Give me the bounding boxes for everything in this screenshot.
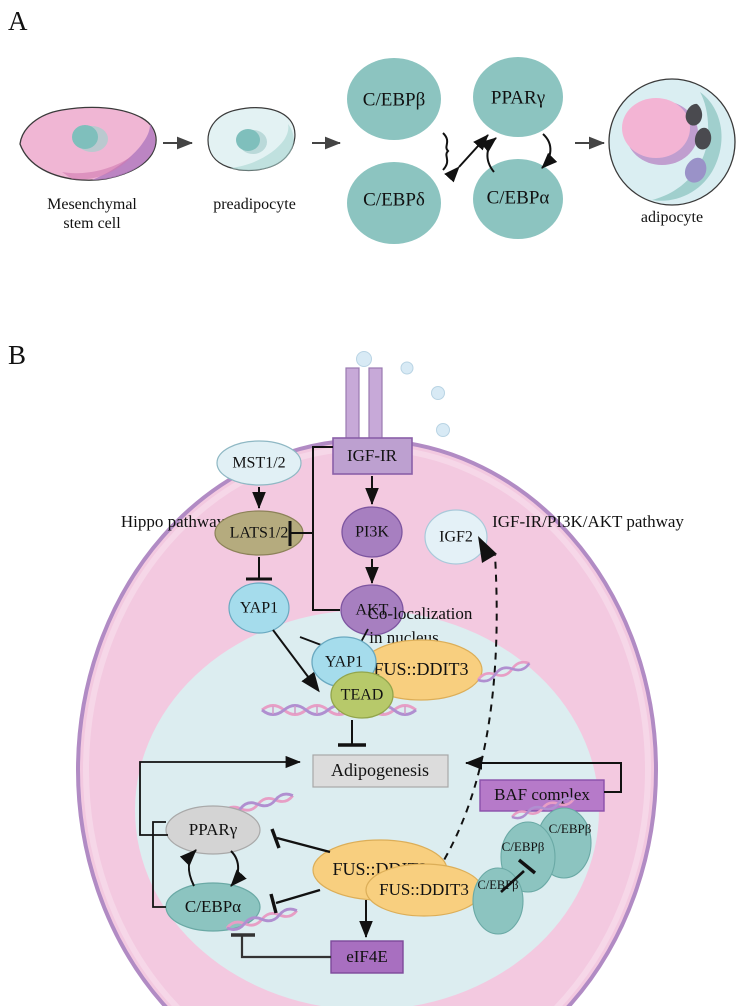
factor-pparg: PPARγ xyxy=(473,57,563,137)
factor-cebpa: C/EBPα xyxy=(473,159,563,239)
factor-label-cebpd: C/EBPδ xyxy=(363,189,425,210)
node-lats1-2: LATS1/2 xyxy=(214,510,304,556)
node-label-igf2-cytoplasm: IGF2 xyxy=(439,529,473,546)
node-label-igf-ir: IGF-IR xyxy=(347,446,398,465)
akt-inhibits-lats-connector xyxy=(288,446,340,611)
node-eif4e: eIF4E xyxy=(330,940,404,974)
panel-b-label: B xyxy=(8,340,27,370)
panel-a-figure: C/EBPβ PPARγ C/EBPδ C/EBPα xyxy=(0,0,743,260)
node-label-yap1-cytoplasm: YAP1 xyxy=(240,600,278,617)
node-label-cebpa-b: C/EBPα xyxy=(185,897,241,916)
node-adipogenesis: Adipogenesis xyxy=(312,754,449,788)
fus-inhibits-pparg xyxy=(270,828,331,854)
node-label-fus-ddit3-right: FUS::DDIT3 xyxy=(379,880,469,899)
node-cebpa-b: C/EBPα xyxy=(165,882,261,932)
dna-strand-fus-ddit3 xyxy=(476,660,531,683)
node-label-pi3k: PI3K xyxy=(355,524,389,541)
node-label-adipogenesis: Adipogenesis xyxy=(331,760,429,780)
colocalization-label-line1: Co-localization xyxy=(368,604,473,623)
factor-cebpd: C/EBPδ xyxy=(347,162,441,244)
node-cebpb-baf-1: C/EBPβ xyxy=(500,821,556,893)
panel-b-figure: Hippo pathway MST1/2 LATS1/2 YAP1 IGF-IR… xyxy=(0,330,743,1006)
node-tead: TEAD xyxy=(330,671,394,719)
caption-msc-line2: stem cell xyxy=(63,215,121,232)
dna-strand-baf xyxy=(511,797,575,820)
node-label-cebpb-baf-2: C/EBPβ xyxy=(549,821,592,836)
node-label-fus-ddit3-nuclear: FUS::DDIT3 xyxy=(373,659,468,679)
node-label-cebpb-baf-1: C/EBPβ xyxy=(502,839,545,854)
node-akt: AKT xyxy=(340,584,404,636)
panel-a-label: A xyxy=(8,6,28,36)
node-igf-ir: IGF-IR xyxy=(332,437,413,475)
node-label-yap1-nuclear: YAP1 xyxy=(325,654,363,671)
node-label-mst1-2: MST1/2 xyxy=(232,455,285,472)
node-pparg-b: PPARγ xyxy=(165,805,261,855)
node-label-pparg-b: PPARγ xyxy=(189,820,238,839)
caption-preadipocyte: preadipocyte xyxy=(213,196,296,213)
hippo-pathway-label: Hippo pathway xyxy=(121,512,226,531)
node-label-baf-complex: BAF complex xyxy=(494,785,590,804)
node-pi3k: PI3K xyxy=(341,506,403,558)
node-fus-ddit3-right: FUS::DDIT3 xyxy=(365,863,483,917)
node-mst1-2: MST1/2 xyxy=(216,440,302,486)
dna-strand-cebpa xyxy=(225,907,298,931)
fus-inhibits-cebpa xyxy=(269,888,321,914)
adipocyte-icon xyxy=(608,78,736,206)
caption-msc-line1: Mesenchymal xyxy=(47,196,137,213)
factor-label-pparg: PPARγ xyxy=(491,87,545,108)
node-baf-complex: BAF complex xyxy=(479,779,605,812)
eif4e-inhibits-cebpa-dna xyxy=(231,933,331,959)
node-label-akt: AKT xyxy=(356,602,389,619)
node-yap1-cytoplasm: YAP1 xyxy=(228,582,290,634)
node-igf2-cytoplasm: IGF2 xyxy=(424,509,488,565)
node-label-tead: TEAD xyxy=(341,687,384,704)
factor-cebpb: C/EBPβ xyxy=(347,58,441,140)
factor-label-cebpb: C/EBPβ xyxy=(363,89,425,110)
node-label-cebpb-free: C/EBPβ xyxy=(477,878,518,892)
caption-adipocyte: adipocyte xyxy=(640,209,704,226)
node-label-eif4e: eIF4E xyxy=(346,947,388,966)
mesenchymal-stem-cell-icon xyxy=(19,106,157,181)
preadipocyte-icon xyxy=(207,107,296,172)
caption-msc: Mesenchymal stem cell xyxy=(12,195,172,233)
pparg-cebpa-promotes-adipogenesis xyxy=(139,755,301,908)
node-label-lats1-2: LATS1/2 xyxy=(230,525,289,542)
igf-ir-transmembrane-icon xyxy=(345,367,383,447)
cebpb-inhibits-baf-complex xyxy=(500,858,537,893)
igf-pathway-label: IGF-IR/PI3K/AKT pathway xyxy=(492,512,684,531)
factor-label-cebpa: C/EBPα xyxy=(487,187,550,208)
baf-promotes-adipogenesis xyxy=(465,756,622,793)
